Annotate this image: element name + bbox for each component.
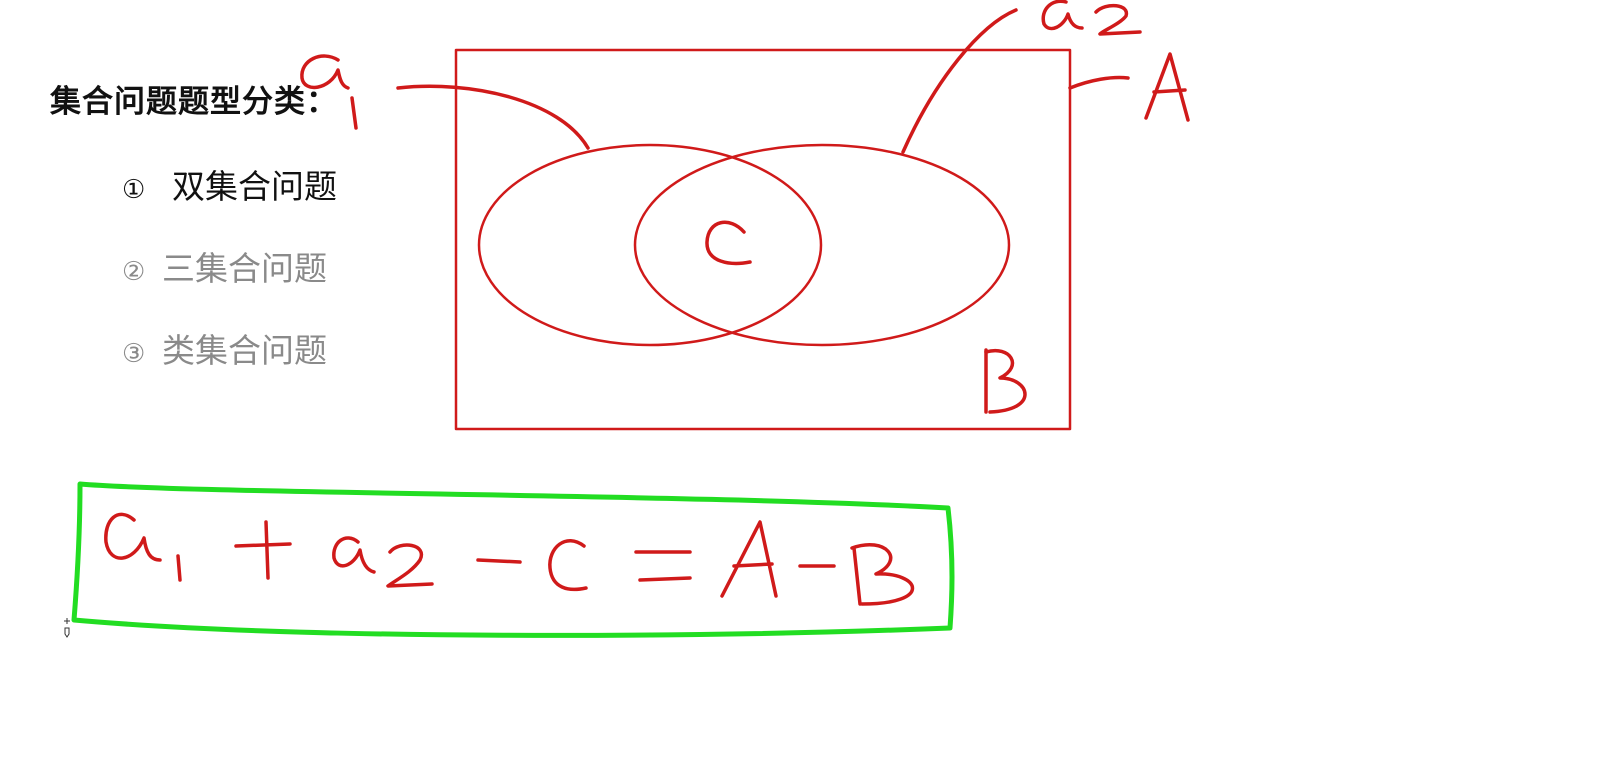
list-item-label: 类集合问题 xyxy=(162,331,327,370)
list-item-double-set: ① 双集合问题 xyxy=(122,160,337,208)
left-set-ellipse xyxy=(477,143,823,347)
slide-title: 集合问题题型分类： xyxy=(50,84,338,120)
label-a1-handwritten xyxy=(300,54,358,130)
leader-line-A xyxy=(1068,75,1130,90)
highlight-box-green xyxy=(71,481,955,638)
list-number: ② xyxy=(122,257,146,287)
label-A-handwritten xyxy=(1144,52,1190,122)
leader-line-a1 xyxy=(396,84,590,150)
list-item-label: 三集合问题 xyxy=(162,249,327,288)
label-C-handwritten xyxy=(705,220,752,266)
leader-line-a2 xyxy=(901,8,1018,154)
formula-handwritten xyxy=(104,512,914,606)
list-item-class-set: ③ 类集合问题 xyxy=(122,324,327,372)
pen-cursor-icon xyxy=(62,616,72,638)
label-a2-handwritten xyxy=(1041,0,1142,36)
right-set-ellipse xyxy=(633,143,1011,347)
list-item-label: 双集合问题 xyxy=(172,167,337,206)
list-item-triple-set: ② 三集合问题 xyxy=(122,242,327,290)
universal-set-rectangle xyxy=(454,48,1072,431)
label-B-handwritten xyxy=(984,348,1027,414)
list-number: ① xyxy=(122,175,146,205)
list-number: ③ xyxy=(122,339,146,369)
